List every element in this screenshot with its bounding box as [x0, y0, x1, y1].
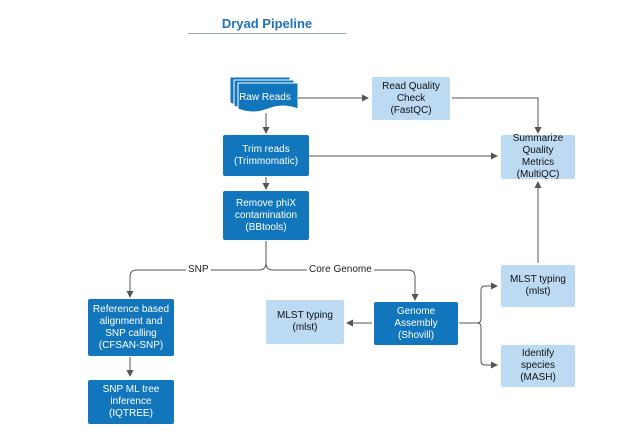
trim-reads-node: Trim reads (Trimmomatic) — [223, 135, 309, 176]
summarize-quality-node: Summarize Quality Metrics (MultiQC) — [501, 133, 575, 180]
core-genome-edge-label: Core Genome — [307, 264, 374, 276]
reference-alignment-node: Reference based alignment and SNP callin… — [88, 299, 174, 356]
diagram-title: Dryad Pipeline — [221, 16, 313, 31]
raw-reads-document-icon — [229, 76, 299, 113]
read-quality-check-node: Read Quality Check (FastQC) — [372, 77, 450, 120]
snp-ml-tree-node: SNP ML tree inference (IQTREE) — [88, 380, 174, 424]
genome-assembly-node: Genome Assembly (Shovill) — [374, 302, 458, 345]
edge-assembly-to-mlst-right — [459, 282, 498, 324]
remove-phix-node: Remove phiX contamination (BBtools) — [223, 191, 309, 240]
snp-edge-label: SNP — [186, 264, 211, 276]
mlst-typing-left-node: MLST typing (mlst) — [266, 300, 344, 344]
edge-quality-to-summary — [452, 97, 542, 134]
identify-species-node: Identify species (MASH) — [501, 345, 575, 387]
edge-phix-core-branch — [265, 262, 419, 301]
edge-assembly-to-species — [459, 322, 498, 369]
title-underline — [188, 33, 346, 34]
raw-reads-label: Raw Reads — [239, 91, 291, 103]
mlst-typing-right-node: MLST typing (mlst) — [501, 265, 575, 307]
